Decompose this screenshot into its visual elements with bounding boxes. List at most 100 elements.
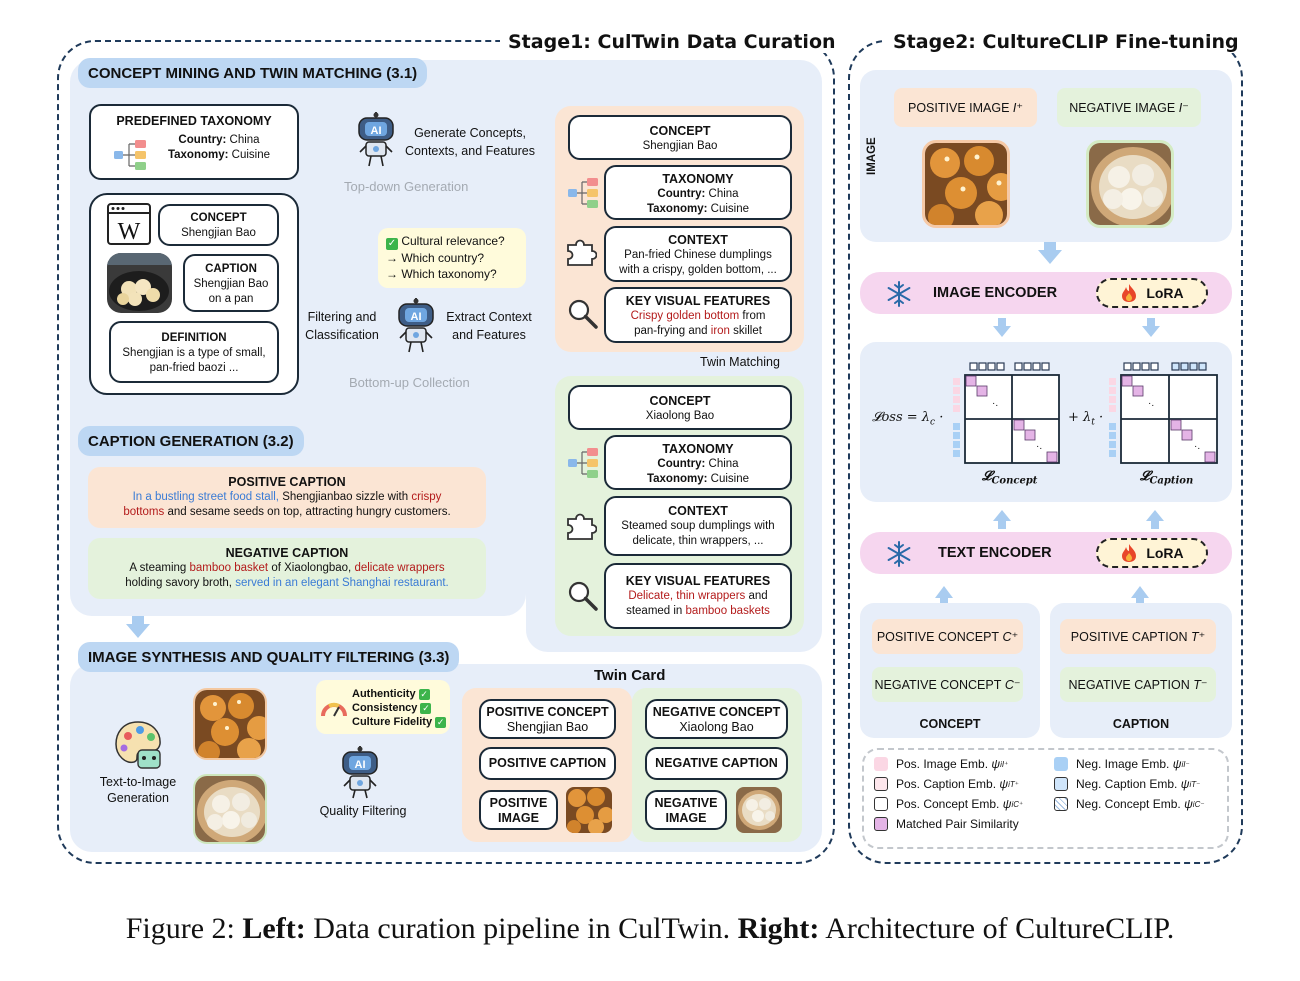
wiki-caption-line1: Shengjian Bao bbox=[193, 278, 269, 290]
negative-caption-text: NEGATIVE CAPTION bbox=[1068, 677, 1190, 692]
magnifier-icon-neg bbox=[568, 581, 598, 611]
caption-right-bold: Right: bbox=[737, 912, 820, 945]
svg-text:·.: ·. bbox=[992, 398, 998, 409]
extract-label-line1: Extract Context bbox=[446, 310, 532, 324]
legend-sup: C⁻ bbox=[1194, 799, 1205, 809]
caption-left-bold: Left: bbox=[242, 912, 306, 945]
legend bbox=[862, 748, 1229, 849]
generate-label-line2: Contexts, and Features bbox=[405, 144, 535, 158]
l-caption-sub: Caption bbox=[1149, 475, 1194, 487]
arrow-small-up-1 bbox=[993, 510, 1011, 529]
wiki-definition-line2: pan-fried baozi ... bbox=[149, 362, 239, 374]
tc-pos-image-line2: IMAGE bbox=[498, 811, 539, 825]
legend-sup: C⁺ bbox=[1013, 799, 1024, 809]
negative-concept-text: NEGATIVE CONCEPT bbox=[874, 677, 1002, 692]
wiki-definition-title: DEFINITION bbox=[161, 332, 227, 344]
caption-right-text: Architecture of CultureCLIP. bbox=[819, 912, 1175, 945]
pos-kvf-card: KEY VISUAL FEATURES Crispy golden bottom… bbox=[604, 287, 792, 343]
image-encoder-label: IMAGE ENCODER bbox=[933, 285, 1058, 301]
fire-icon bbox=[1122, 284, 1137, 302]
arrow-small-up-3 bbox=[935, 586, 953, 606]
positive-concept-sym: C⁺ bbox=[1002, 630, 1019, 644]
loss-lhs: 𝓛oss = λc · bbox=[872, 410, 943, 428]
negative-caption-label: NEGATIVE CAPTION T⁻ bbox=[1060, 667, 1216, 702]
legend-sym: ψ bbox=[1184, 797, 1193, 811]
l-concept-label: 𝓛Concept bbox=[982, 469, 1037, 487]
predefined-taxonomy-card: PREDEFINED TAXONOMY Country: China Taxon… bbox=[89, 104, 299, 180]
pos-context-line2: with a crispy, golden bottom, ... bbox=[619, 264, 777, 276]
arrow-big-down-1 bbox=[126, 612, 150, 638]
legend-swatch bbox=[874, 777, 888, 791]
gauge-icon bbox=[321, 702, 347, 717]
pos-cap-black1: Shengjianbao sizzle with bbox=[279, 491, 412, 503]
text-encoder-label: TEXT ENCODER bbox=[938, 545, 1052, 561]
legend-matched-pair: Matched Pair Similarity bbox=[874, 817, 1023, 831]
neg-context-line1: Steamed soup dumplings with bbox=[621, 520, 775, 532]
negative-image-sym: I⁻ bbox=[1178, 101, 1189, 115]
svg-text:AI: AI bbox=[355, 759, 366, 771]
check-authenticity: Authenticity bbox=[352, 688, 416, 700]
positive-caption-box: POSITIVE CAPTION In a bustling street fo… bbox=[88, 467, 486, 528]
loss-dot-1: · bbox=[935, 410, 944, 425]
wikipedia-icon: W bbox=[107, 203, 151, 245]
tc-neg-concept: NEGATIVE CONCEPT Xiaolong Bao bbox=[645, 699, 788, 739]
tc-pos-concept-val: Shengjian Bao bbox=[506, 720, 589, 734]
tc-pos-photo bbox=[566, 787, 612, 833]
twin-matching-label: Twin Matching bbox=[700, 355, 780, 369]
negative-caption-box: NEGATIVE CAPTION A steaming bamboo baske… bbox=[88, 538, 486, 599]
neg-taxonomy-title: TAXONOMY bbox=[662, 442, 734, 456]
negative-concept-label: NEGATIVE CONCEPT C⁻ bbox=[872, 667, 1023, 702]
topdown-label: Top-down Generation bbox=[344, 179, 469, 194]
legend-sub: i bbox=[1181, 759, 1184, 769]
synthesis-label: IMAGE SYNTHESIS AND QUALITY FILTERING (3… bbox=[78, 642, 460, 672]
shengjian-pan-photo bbox=[107, 253, 172, 313]
caption-gen-label: CAPTION GENERATION (3.2) bbox=[78, 426, 304, 456]
legend-swatch bbox=[874, 817, 888, 831]
arrow-small-down-1 bbox=[993, 318, 1011, 337]
caption-left-text: Data curation pipeline in CulTwin. bbox=[305, 912, 738, 945]
arrow-small-up-2 bbox=[1146, 510, 1164, 529]
pos-kvf-post2: skillet bbox=[729, 325, 762, 337]
concept-similarity-matrix: ·.·. bbox=[953, 362, 1060, 464]
neg-context-title: CONTEXT bbox=[668, 504, 728, 518]
l-concept-sub: Concept bbox=[991, 475, 1038, 487]
snowflake-icon bbox=[887, 281, 911, 307]
pos-taxonomy-title: TAXONOMY bbox=[662, 172, 734, 186]
bottomup-label: Bottom-up Collection bbox=[349, 375, 470, 390]
legend-sub: i bbox=[1189, 779, 1192, 789]
neg-tax-key: Taxonomy: bbox=[646, 473, 708, 485]
negative-image-photo bbox=[1086, 140, 1174, 228]
image-lora: LoRA bbox=[1096, 278, 1208, 308]
wiki-caption-title: CAPTION bbox=[205, 263, 257, 275]
check-culture-fidelity: Culture Fidelity bbox=[352, 716, 433, 728]
legend-label: Pos. Image Emb. bbox=[896, 757, 989, 771]
tree-icon-neg bbox=[568, 448, 598, 478]
tc-neg-photo bbox=[736, 787, 782, 833]
tc-pos-concept-title: POSITIVE CONCEPT bbox=[486, 705, 609, 719]
pos-context-line1: Pan-fried Chinese dumplings bbox=[624, 249, 772, 261]
tc-neg-concept-val: Xiaolong Bao bbox=[679, 720, 754, 734]
l-concept-sym: 𝓛 bbox=[982, 469, 992, 484]
image-side-label: IMAGE bbox=[866, 137, 878, 175]
generated-xiaolong-photo bbox=[193, 774, 267, 844]
neg-kvf-title: KEY VISUAL FEATURES bbox=[625, 574, 771, 588]
neg-concept-card: CONCEPT Xiaolong Bao bbox=[568, 385, 792, 430]
t2i-label: Text-to-Image Generation bbox=[90, 774, 186, 806]
svg-text:AI: AI bbox=[371, 125, 382, 137]
legend-label: Pos. Caption Emb. bbox=[896, 777, 997, 791]
legend-swatch bbox=[1054, 797, 1068, 811]
loss-sub-c: c bbox=[930, 417, 936, 428]
positive-caption-text: POSITIVE CAPTION bbox=[1070, 629, 1188, 644]
text-lora: LoRA bbox=[1096, 538, 1208, 568]
svg-text:·.: ·. bbox=[1194, 441, 1200, 452]
t2i-line2: Generation bbox=[107, 791, 169, 805]
wiki-concept-val: Shengjian Bao bbox=[181, 227, 256, 239]
pos-kvf-red2: iron bbox=[710, 325, 730, 337]
pos-kvf-title: KEY VISUAL FEATURES bbox=[625, 294, 771, 308]
taxonomy-key: Taxonomy: bbox=[167, 149, 229, 161]
palette-robot-icon bbox=[115, 721, 161, 769]
